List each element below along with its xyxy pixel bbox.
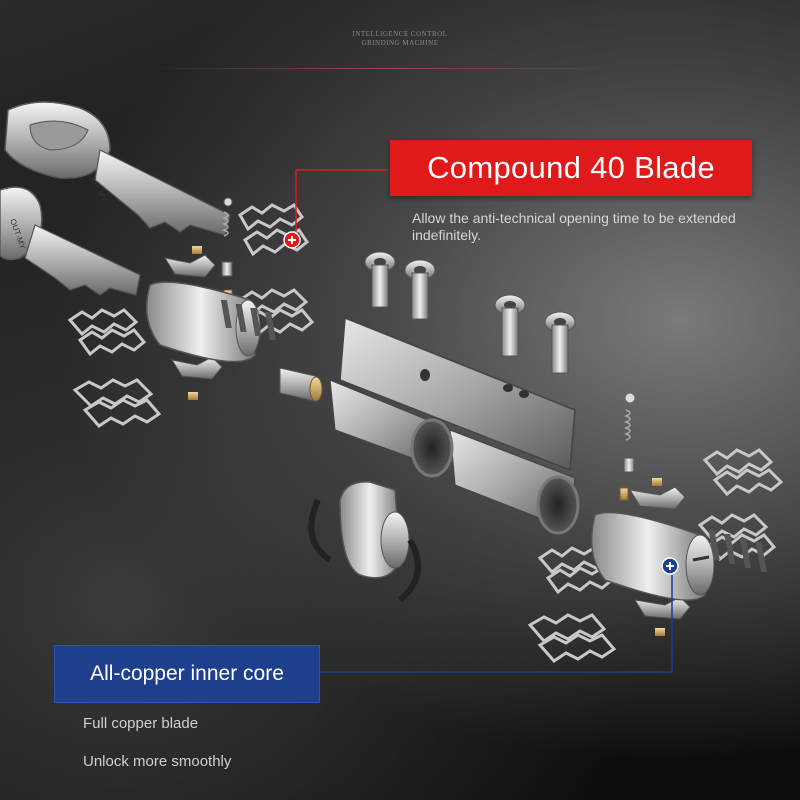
right-plug [590, 511, 767, 601]
blue-leader-line [320, 575, 673, 673]
feature-note-smooth-unlock: Unlock more smoothly [83, 753, 232, 770]
right-slider-parts [628, 478, 691, 636]
right-pin-stack [619, 392, 636, 501]
compound-blade-description: Allow the anti-technical opening time to… [412, 210, 736, 243]
copper-core-banner: All-copper inner core [54, 645, 320, 703]
left-blade-group [67, 202, 315, 428]
center-cam [279, 367, 323, 402]
left-plug [145, 281, 276, 363]
red-leader-line [295, 169, 388, 238]
header-divider [150, 68, 620, 69]
feature-note-copper-blade: Full copper blade [83, 715, 199, 732]
key-lower: OUT·MY [0, 186, 141, 296]
clutch-assembly [308, 481, 421, 603]
compound-blade-banner: Compound 40 Blade [390, 140, 752, 196]
header-line-1: INTELLIGENCE CONTROL [352, 30, 448, 38]
key-upper: OUT·MY [4, 101, 231, 236]
left-slider-parts [163, 246, 223, 400]
lock-body [329, 316, 580, 535]
header-line-2: GRINDING MACHINE [361, 39, 439, 47]
screws [364, 251, 576, 374]
right-blade-group [527, 448, 784, 663]
header-caption: INTELLIGENCE CONTROL GRINDING MACHINE [300, 30, 500, 48]
